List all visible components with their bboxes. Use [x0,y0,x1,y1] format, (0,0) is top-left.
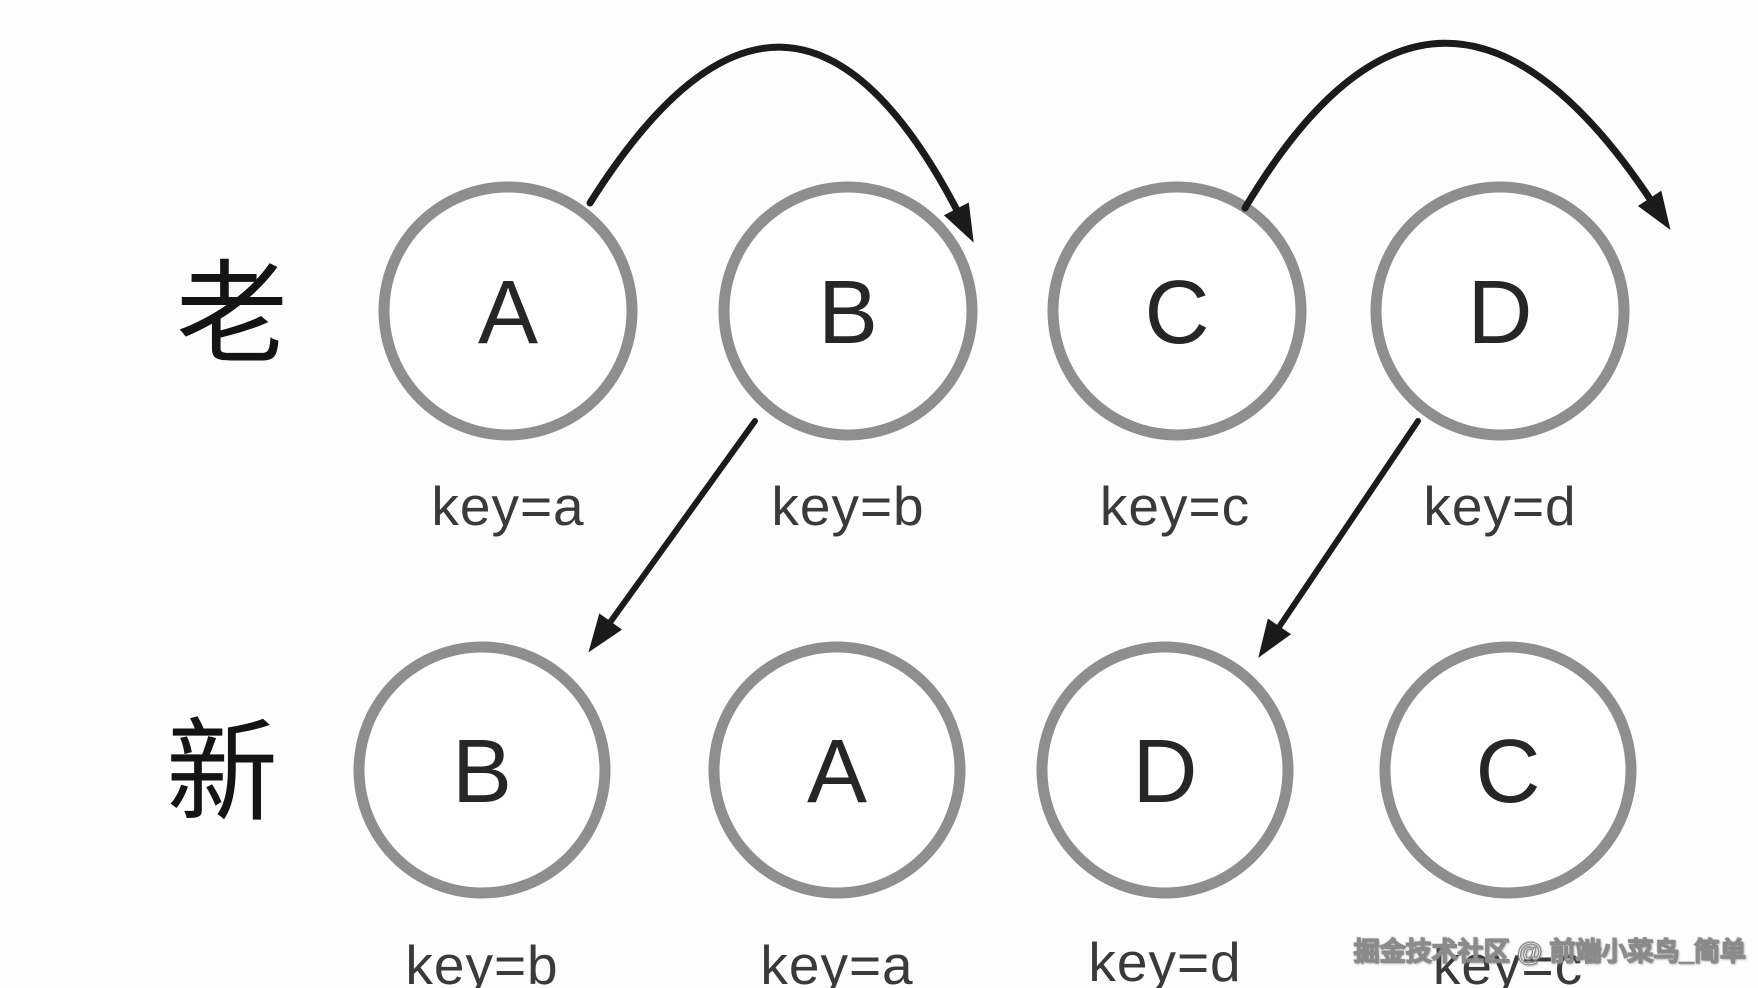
new-node-d-key: key=d [1088,931,1242,988]
old-node-b-letter: B [817,263,879,363]
new-node-a-circle [708,641,966,899]
old-node-b-circle [718,181,978,441]
old-node-c-key: key=c [1099,475,1251,537]
new-node-c-key: key=c [1432,934,1584,988]
new-node-a-letter: A [806,722,868,822]
new-node-c-letter: C [1475,722,1541,822]
old-node-d-key: key=d [1423,475,1577,537]
old-node-b-key: key=b [771,475,925,537]
arrow-old-b-to-new-b [588,418,758,653]
old-node-c-circle [1047,181,1307,441]
new-node-b-key: key=b [405,934,559,988]
new-row-label: 新 [166,710,278,835]
old-node-c-letter: C [1144,263,1210,363]
new-node-b-letter: B [451,722,513,822]
new-node-d-letter: D [1132,722,1198,822]
old-node-d-circle [1370,181,1630,441]
arrow-old-a-to-after-b [586,43,974,243]
arrow-old-c-to-after-d [1241,39,1671,231]
juejin-watermark: 掘金技术社区 @ 前端小菜鸟_简单 [1353,936,1746,967]
old-node-a-circle [378,181,638,441]
old-node-d-letter: D [1467,263,1533,363]
old-row-label: 老 [176,252,288,377]
new-node-d-circle [1036,641,1294,899]
new-node-c-circle [1379,641,1637,899]
old-node-a-letter: A [477,263,539,363]
old-node-a-key: key=a [431,475,585,537]
arrow-old-d-to-new-d [1258,418,1421,658]
new-node-a-key: key=a [760,934,914,988]
new-node-b-circle [353,641,611,899]
